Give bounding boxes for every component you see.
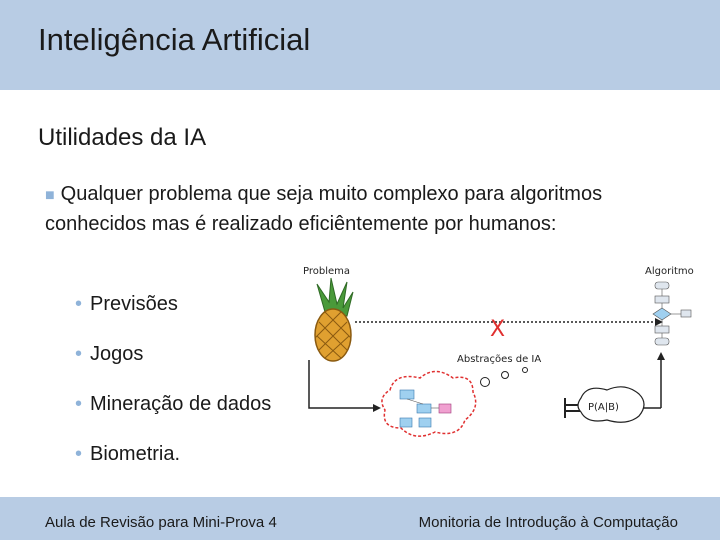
square-bullet-icon: ■	[45, 187, 55, 204]
flowchart-icon	[652, 281, 692, 346]
sub-bullet-item: •Biometria.	[75, 443, 181, 465]
formula-cloud: P(A|B)	[577, 386, 645, 423]
header-band	[0, 0, 720, 90]
problem-label: Problema	[303, 266, 350, 277]
slide-title: Inteligência Artificial	[38, 22, 311, 57]
algorithm-label: Algoritmo	[645, 266, 694, 277]
footer-right-text: Monitoria de Introdução à Computação	[418, 514, 678, 531]
dot-bullet-icon: •	[75, 293, 83, 315]
abstractions-label: Abstrações de IA	[457, 354, 541, 365]
slide-subtitle: Utilidades da IA	[38, 124, 207, 151]
sub-bullet-item: •Previsões	[75, 293, 178, 315]
logic-turnstile-icon	[564, 398, 580, 418]
problem-to-abstraction-arrow	[308, 360, 373, 409]
footer-band	[0, 497, 720, 540]
arrow-head	[655, 318, 663, 326]
cross-mark: X	[490, 317, 505, 342]
dot-bullet-icon: •	[75, 393, 83, 415]
main-bullet: ■Qualquer problema que seja muito comple…	[45, 180, 645, 238]
thought-bubble-icon	[480, 367, 528, 387]
pineapple-icon	[314, 277, 354, 362]
formula-text: P(A|B)	[588, 402, 619, 413]
dot-bullet-icon: •	[75, 343, 83, 365]
sub-bullet-item: •Mineração de dados	[75, 393, 272, 415]
footer-left-text: Aula de Revisão para Mini-Prova 4	[45, 514, 277, 531]
dot-bullet-icon: •	[75, 443, 83, 465]
main-bullet-text: Qualquer problema que seja muito complex…	[45, 183, 603, 235]
abstraction-cloud-icon	[381, 370, 477, 437]
sub-bullet-item: •Jogos	[75, 343, 144, 365]
ai-abstraction-diagram: Problema Algoritmo X Abstrações de IA P(…	[303, 266, 694, 437]
